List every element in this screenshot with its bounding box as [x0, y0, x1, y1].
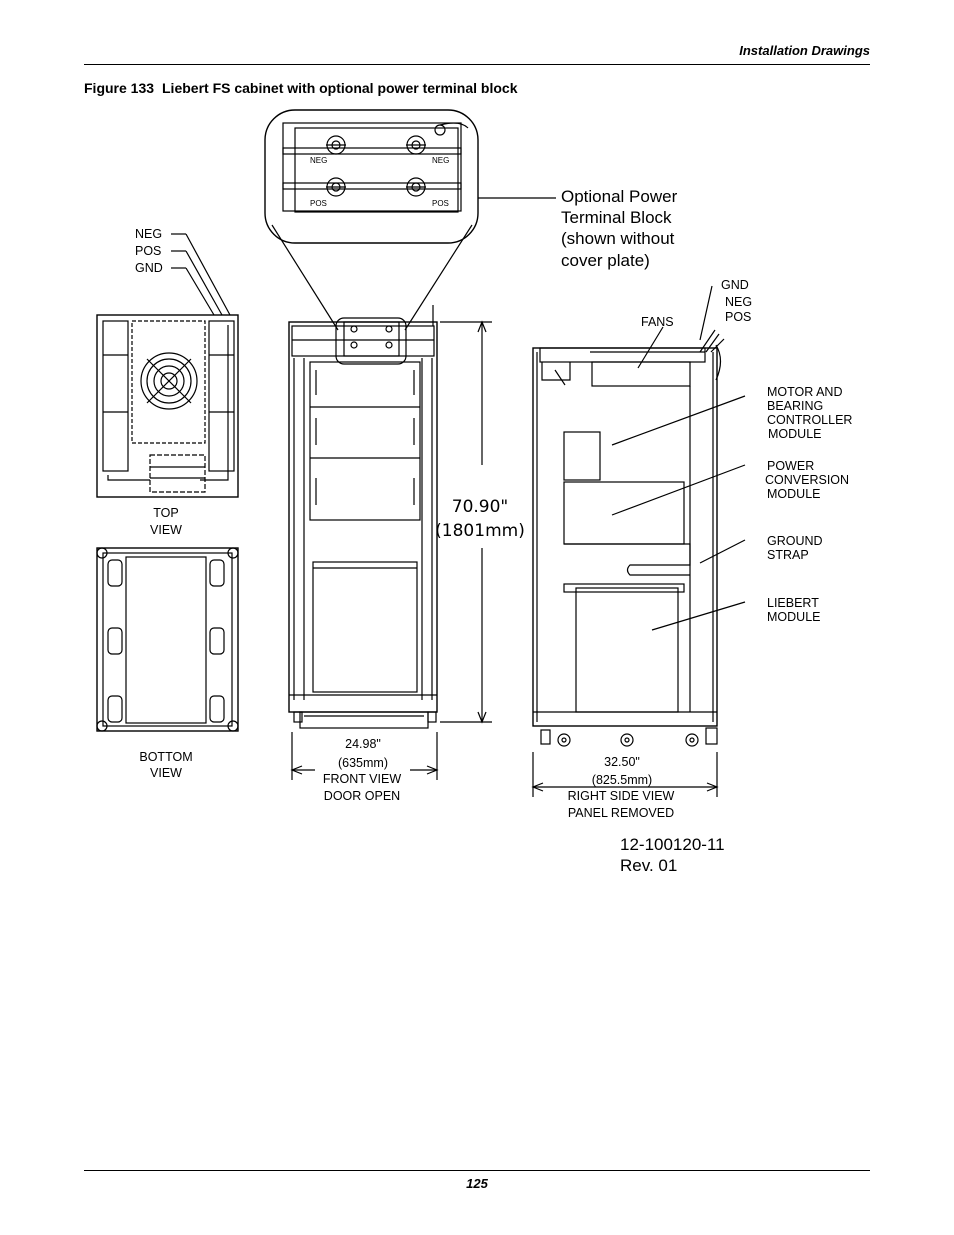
- fans-label: FANS: [641, 315, 674, 329]
- callout-line: MODULE: [767, 610, 820, 624]
- height-dimension-mm: (1801mm): [435, 521, 525, 541]
- callout-power-conversion: POWER CONVERSION MODULE: [765, 459, 849, 501]
- section-header: Installation Drawings: [739, 43, 870, 58]
- top-view-caption: VIEW: [150, 523, 182, 537]
- top-view-caption: TOP: [153, 506, 178, 520]
- callout-line: LIEBERT: [767, 596, 819, 610]
- tb-pos-right: POS: [432, 199, 449, 208]
- front-view-caption: FRONT VIEW: [323, 772, 401, 786]
- drawing-number-line: 12-100120-11: [620, 835, 725, 854]
- side-width-dimension: 32.50": [604, 755, 640, 769]
- bottom-view-caption: BOTTOM: [139, 750, 192, 764]
- callout-line: MOTOR AND: [767, 385, 842, 399]
- side-width-dimension: (825.5mm): [592, 773, 652, 787]
- tb-label-line: cover plate): [561, 251, 650, 270]
- wire-label-pos: POS: [135, 244, 161, 258]
- callout-line: CONTROLLER: [767, 413, 852, 427]
- figure-number: Figure 133: [84, 80, 155, 96]
- tb-label-line: Terminal Block: [561, 208, 672, 227]
- wire-label-neg: NEG: [725, 295, 752, 309]
- bottom-view-labels: BOTTOM VIEW: [139, 750, 192, 780]
- callout-line: STRAP: [767, 548, 809, 562]
- bottom-view-caption: VIEW: [150, 766, 182, 780]
- side-view-caption: PANEL REMOVED: [568, 806, 674, 820]
- drawing-revision-line: Rev. 01: [620, 856, 677, 875]
- tb-neg-right: NEG: [432, 156, 449, 165]
- wire-label-pos: POS: [725, 310, 751, 324]
- terminal-block-label: Optional Power Terminal Block (shown wit…: [561, 187, 678, 270]
- tb-pos-left: POS: [310, 199, 327, 208]
- callout-line: GROUND: [767, 534, 823, 548]
- caster-icon: [107, 559, 225, 723]
- front-width-dimension: (635mm): [338, 756, 388, 770]
- wire-label-gnd: GND: [721, 278, 749, 292]
- front-view-caption: DOOR OPEN: [324, 789, 400, 803]
- callout-line: CONVERSION: [765, 473, 849, 487]
- side-view: [531, 285, 746, 797]
- side-view-caption: RIGHT SIDE VIEW: [568, 789, 675, 803]
- tb-label-line: (shown without: [561, 229, 675, 248]
- tb-label-line: Optional Power: [561, 187, 678, 206]
- footer-rule: [84, 1170, 870, 1171]
- side-view-labels: GND NEG POS FANS MOTOR AND BEARING CONTR…: [568, 278, 853, 820]
- callout-line: POWER: [767, 459, 814, 473]
- front-width-dimension: 24.98": [345, 737, 381, 751]
- terminal-block-detail: NEG NEG POS POS: [264, 109, 556, 331]
- height-dimension-inches: 70.90": [452, 497, 509, 517]
- wire-label-gnd: GND: [135, 261, 163, 275]
- drawing-number: 12-100120-11 Rev. 01: [620, 835, 725, 875]
- header-rule: [84, 64, 870, 65]
- fan-icon: [140, 352, 198, 410]
- page-number: 125: [466, 1176, 488, 1191]
- terminal-bolt: [326, 124, 446, 197]
- wire-label-neg: NEG: [135, 227, 162, 241]
- callout-line: MODULE: [768, 427, 821, 441]
- top-view-labels: NEG POS GND TOP VIEW: [135, 227, 182, 537]
- caster-icon: [540, 727, 718, 747]
- tb-neg-left: NEG: [310, 156, 327, 165]
- callout-line: BEARING: [767, 399, 823, 413]
- top-view: [96, 233, 239, 498]
- front-view: [288, 305, 492, 780]
- callout-ground-strap: GROUND STRAP: [767, 534, 823, 562]
- callout-line: MODULE: [767, 487, 820, 501]
- front-view-labels: 70.90" (1801mm) 24.98" (635mm) FRONT VIE…: [323, 497, 525, 803]
- figure-caption: Liebert FS cabinet with optional power t…: [162, 80, 518, 96]
- figure-title: Figure 133 Liebert FS cabinet with option…: [84, 80, 518, 96]
- callout-liebert-module: LIEBERT MODULE: [767, 596, 820, 624]
- callout-motor-bearing-controller: MOTOR AND BEARING CONTROLLER MODULE: [767, 385, 852, 441]
- bottom-view: [96, 547, 239, 732]
